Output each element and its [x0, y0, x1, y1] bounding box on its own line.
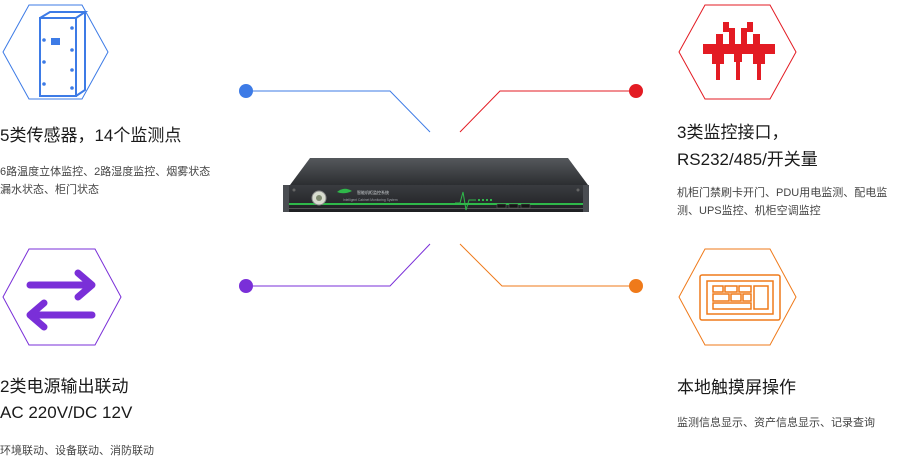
- connector-plugs-icon: [703, 22, 775, 80]
- power-title-line-1: 2类电源输出联动: [0, 377, 129, 396]
- exchange-arrows-icon: [26, 269, 96, 331]
- interfaces-title-line-1: 3类监控接口，: [677, 123, 789, 142]
- touch-title: 本地触摸屏操作: [677, 378, 796, 397]
- touch-desc-line-1: 监测信息显示、资产信息显示、记录查询: [677, 417, 875, 429]
- port: [520, 203, 531, 209]
- touch-screen-icon: [699, 274, 781, 321]
- status-led: [482, 199, 484, 201]
- touch-hexagon: [678, 248, 797, 346]
- interfaces-desc-line-2: 测、UPS监控、机柜空调监控: [677, 205, 821, 217]
- connector-red: [459, 84, 643, 133]
- connector-orange: [459, 243, 643, 293]
- server-cabinet-icon: [39, 11, 89, 97]
- connector-blue: [239, 84, 431, 133]
- device-brand-text: 智能机柜监控系统: [357, 189, 389, 195]
- interfaces-desc-line-1: 机柜门禁刷卡开门、PDU用电监测、配电监: [677, 187, 888, 199]
- port: [496, 203, 507, 209]
- sensors-desc-line-2: 漏水状态、柜门状态: [0, 184, 99, 196]
- brand-leaf-icon: [337, 188, 352, 194]
- sensors-desc-line-1: 6路温度立体监控、2路湿度监控、烟雾状态: [0, 166, 211, 178]
- status-led: [490, 199, 492, 201]
- device-subtitle-text: Intelligent Cabinet Monitoring System: [343, 198, 398, 202]
- power-hexagon: [2, 248, 122, 346]
- sensors-title: 5类传感器，14个监测点: [0, 126, 182, 145]
- interfaces-hexagon: [678, 4, 797, 100]
- status-led: [478, 199, 480, 201]
- interfaces-title-line-2: RS232/485/开关量: [677, 150, 818, 169]
- sensors-hexagon: [2, 4, 109, 100]
- status-led: [486, 199, 488, 201]
- signal-wave-icon: [455, 191, 476, 211]
- power-title-line-2: AC 220V/DC 12V: [0, 403, 133, 422]
- connector-purple: [239, 243, 431, 293]
- monitoring-device: 智能机柜监控系统 Intelligent Cabinet Monitoring …: [283, 158, 589, 212]
- power-desc-line-1: 环境联动、设备联动、消防联动: [0, 445, 154, 457]
- port: [508, 203, 519, 209]
